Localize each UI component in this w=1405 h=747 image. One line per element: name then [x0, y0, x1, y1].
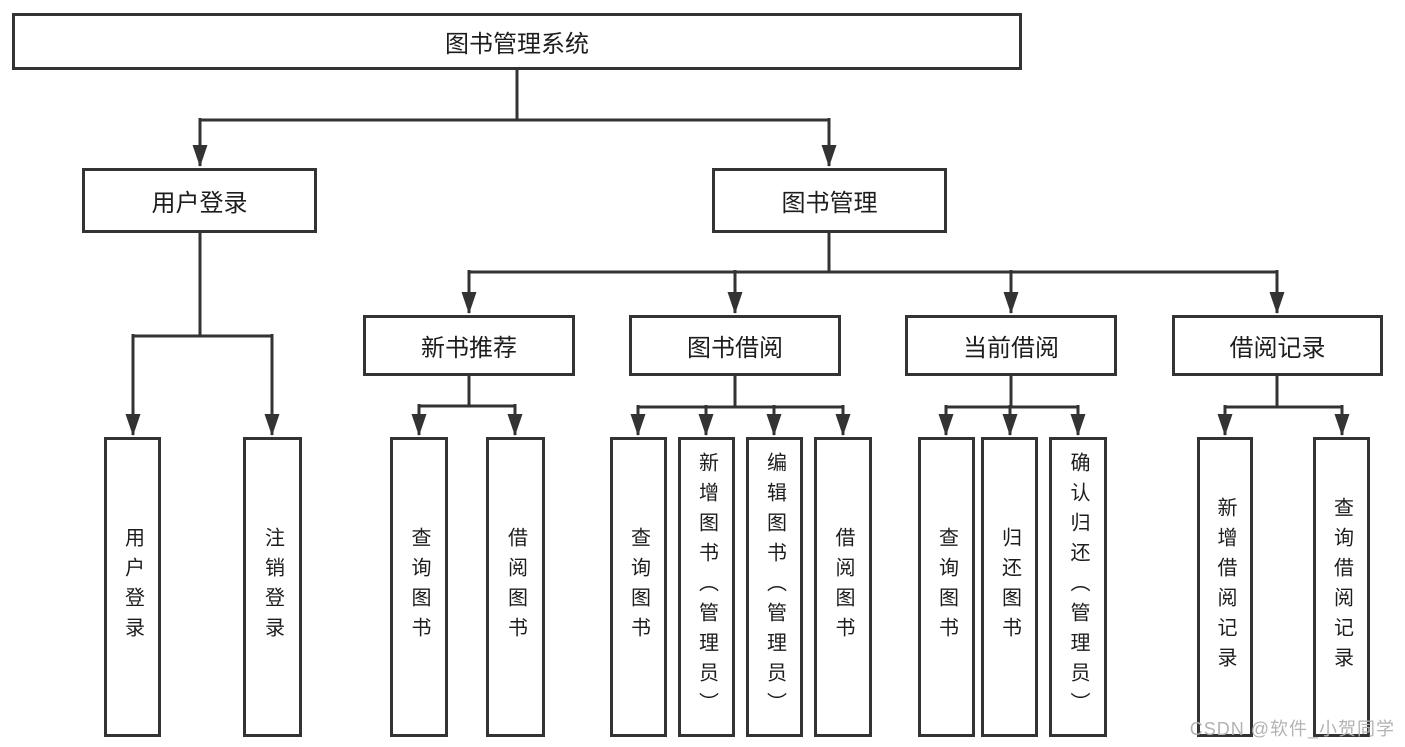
leaf-add-book-admin: 新增图书（管理员）	[678, 437, 735, 737]
leaf-return-books-label: 归还图书	[998, 527, 1021, 647]
leaf-borrow-books-1-label: 借阅图书	[504, 527, 527, 647]
node-borrow-records: 借阅记录	[1172, 315, 1383, 376]
leaf-query-borrow-record-label: 查询借阅记录	[1330, 497, 1353, 677]
leaf-query-books-3: 查询图书	[918, 437, 975, 737]
leaf-logout-login: 注销登录	[243, 437, 302, 737]
leaf-user-login-label: 用户登录	[121, 527, 144, 647]
leaf-add-borrow-record-label: 新增借阅记录	[1214, 497, 1236, 677]
node-user-login-label: 用户登录	[151, 190, 248, 217]
leaf-add-book-admin-label: 新增图书（管理员）	[695, 452, 718, 722]
leaf-query-books-1: 查询图书	[390, 437, 448, 737]
leaf-borrow-books-2-label: 借阅图书	[832, 527, 854, 647]
node-book-borrow: 图书借阅	[629, 315, 841, 376]
csdn-watermark: CSDN @软件_小贺同学	[1189, 719, 1395, 739]
node-book-borrow-label: 图书借阅	[687, 335, 783, 362]
leaf-add-borrow-record: 新增借阅记录	[1197, 437, 1253, 737]
leaf-query-books-2: 查询图书	[610, 437, 667, 737]
leaf-confirm-return-admin: 确认归还（管理员）	[1049, 437, 1107, 737]
leaf-borrow-books-1: 借阅图书	[486, 437, 545, 737]
leaf-query-books-3-label: 查询图书	[935, 527, 958, 647]
node-book-management-label: 图书管理	[781, 190, 878, 217]
node-root: 图书管理系统	[12, 13, 1022, 70]
node-user-login: 用户登录	[82, 168, 317, 233]
leaf-confirm-return-admin-label: 确认归还（管理员）	[1067, 452, 1089, 722]
leaf-borrow-books-2: 借阅图书	[814, 437, 872, 737]
node-new-book-recommend: 新书推荐	[363, 315, 575, 376]
leaf-edit-book-admin: 编辑图书（管理员）	[746, 437, 803, 737]
leaf-query-books-1-label: 查询图书	[408, 527, 430, 647]
node-new-book-recommend-label: 新书推荐	[421, 335, 517, 362]
leaf-user-login: 用户登录	[104, 437, 161, 737]
node-current-borrow-label: 当前借阅	[963, 335, 1059, 362]
node-book-management: 图书管理	[712, 168, 947, 233]
node-root-label: 图书管理系统	[445, 31, 589, 58]
leaf-query-books-2-label: 查询图书	[627, 527, 650, 647]
node-borrow-records-label: 借阅记录	[1229, 335, 1326, 362]
leaf-query-borrow-record: 查询借阅记录	[1313, 437, 1370, 737]
leaf-return-books: 归还图书	[981, 437, 1038, 737]
leaf-logout-login-label: 注销登录	[261, 527, 284, 647]
leaf-edit-book-admin-label: 编辑图书（管理员）	[763, 452, 786, 722]
node-current-borrow: 当前借阅	[905, 315, 1117, 376]
